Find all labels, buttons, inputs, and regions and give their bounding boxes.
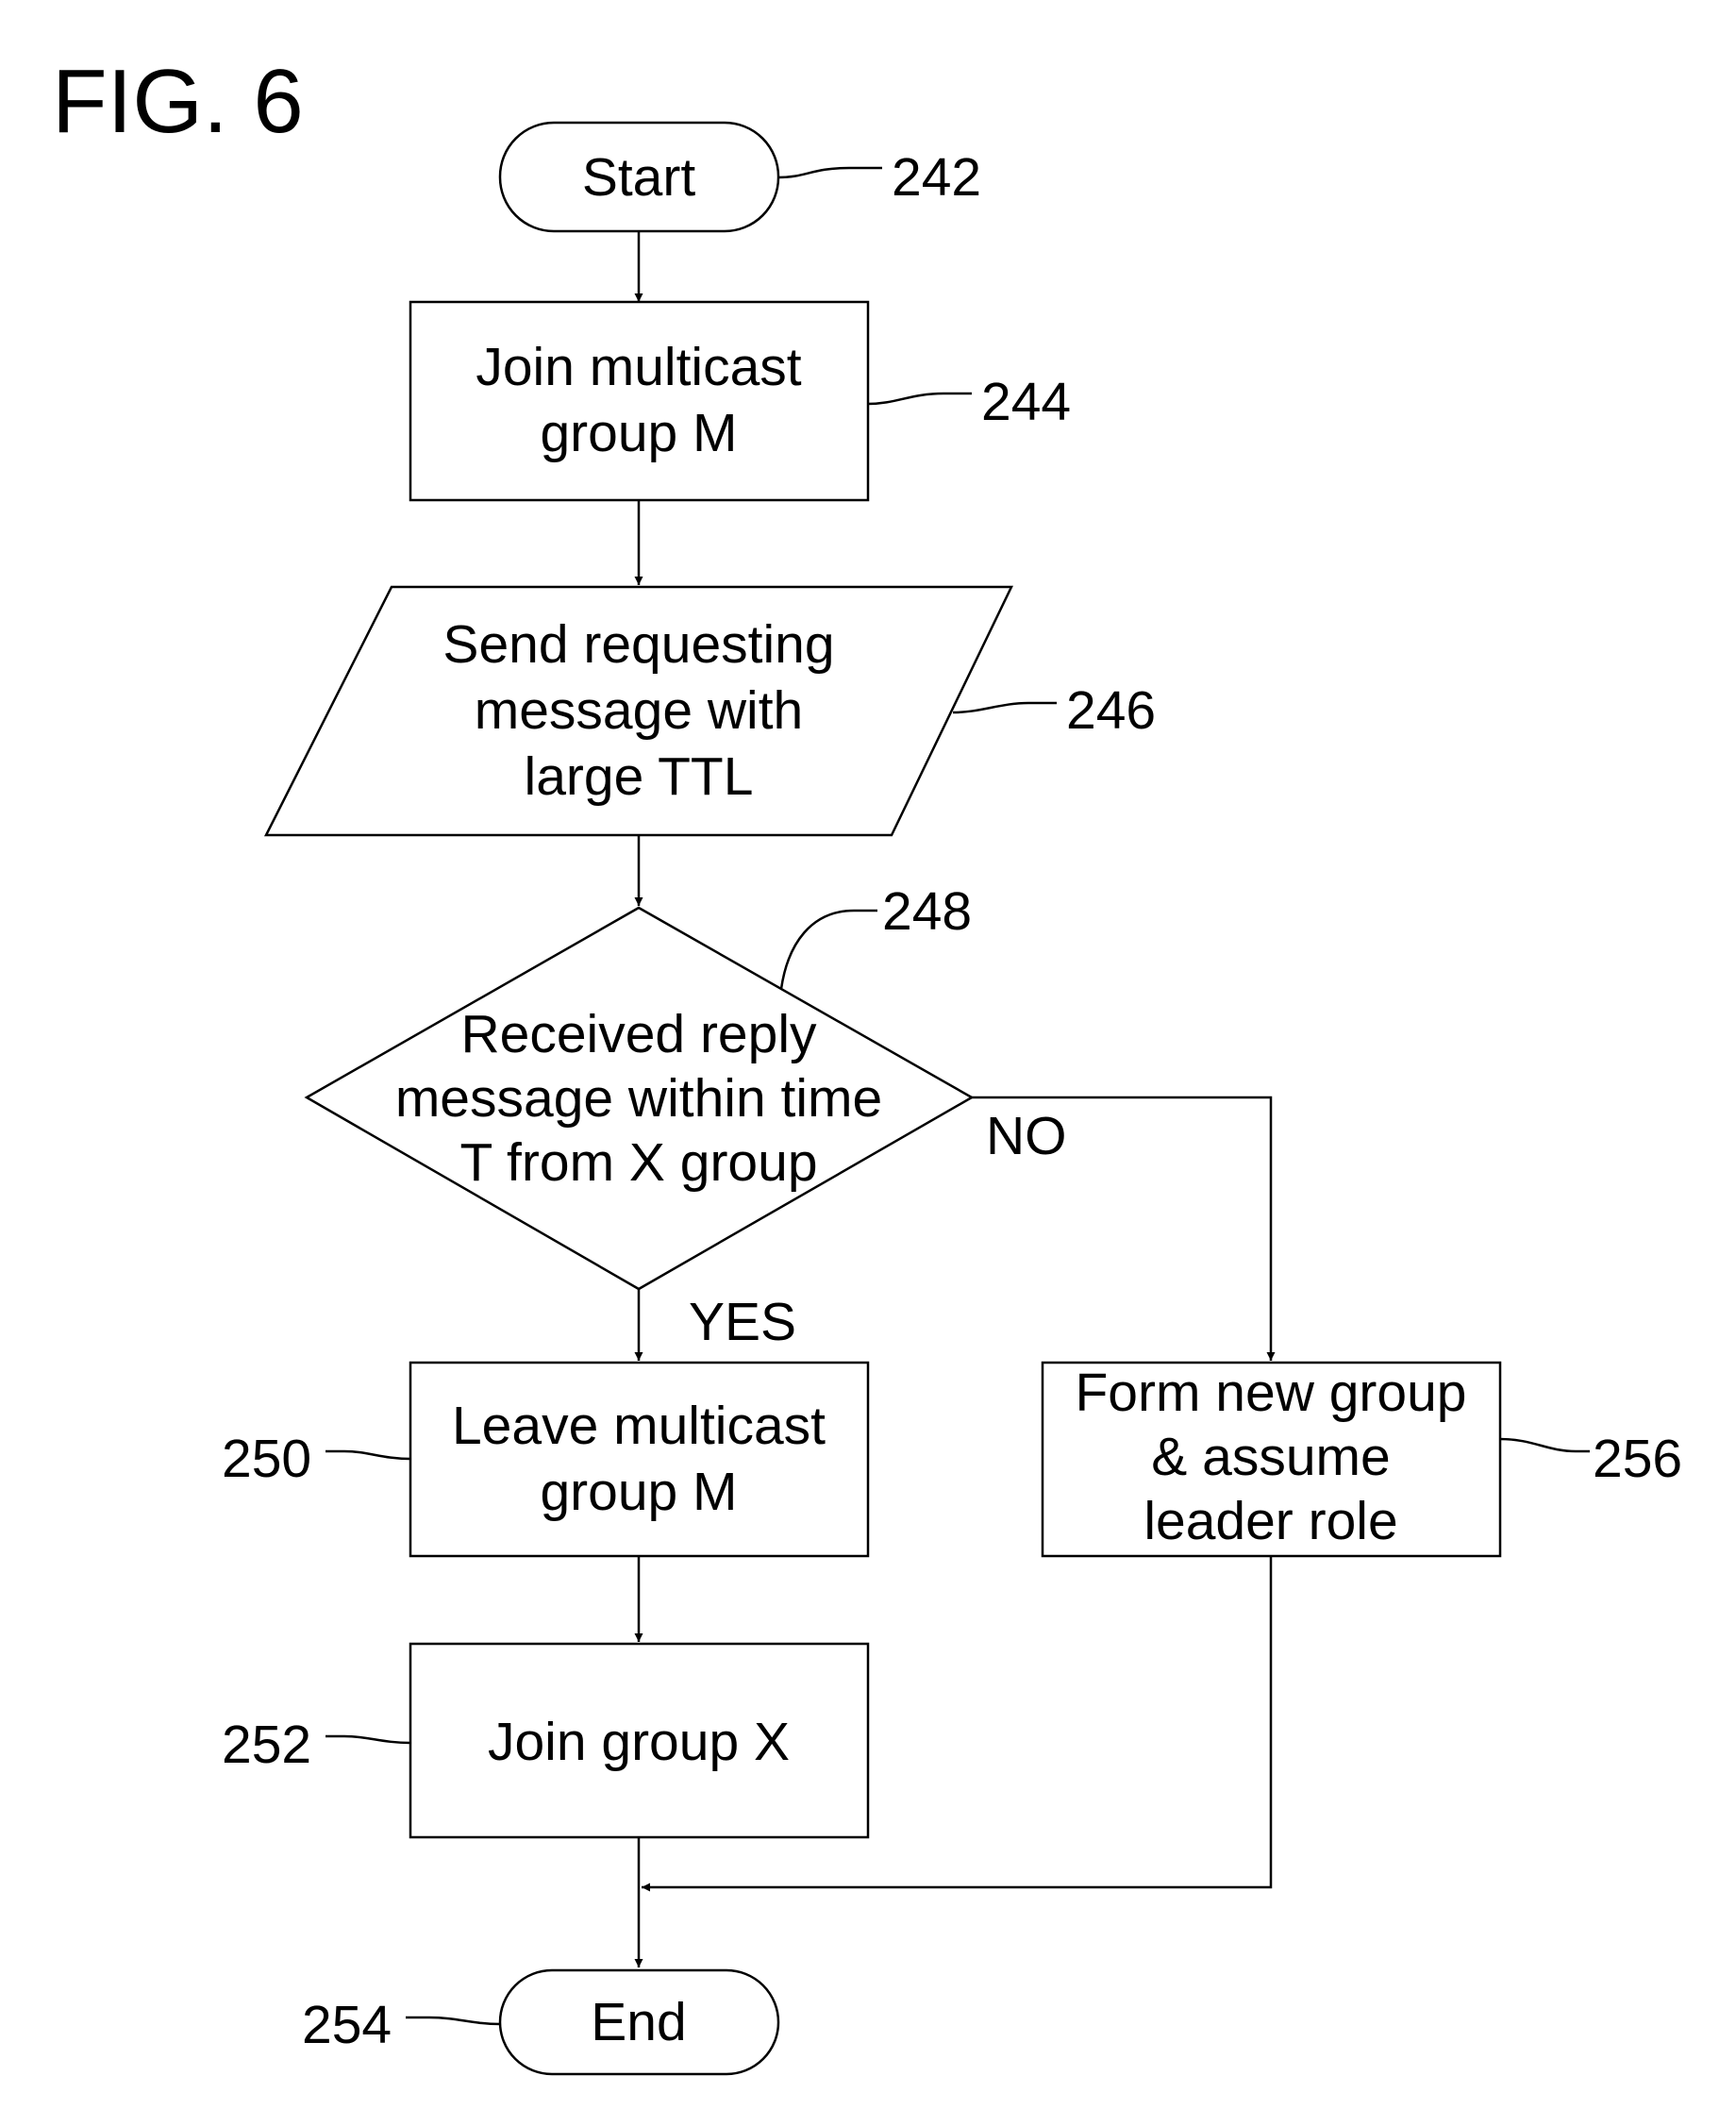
send-request-line-1: Send requesting xyxy=(442,614,834,675)
ref-242: 242 xyxy=(892,147,981,208)
ref-leader-248 xyxy=(781,911,877,989)
ref-leader-254 xyxy=(406,2017,500,2024)
start-label: Start xyxy=(582,147,696,208)
ref-leader-252 xyxy=(326,1736,410,1743)
send-request-parallelogram: Send requesting message with large TTL xyxy=(266,587,1011,835)
send-request-line-2: message with xyxy=(475,680,804,741)
ref-leader-250 xyxy=(326,1451,410,1459)
leave-multicast-box: Leave multicast group M xyxy=(410,1363,868,1556)
join-group-x-box: Join group X xyxy=(410,1644,868,1837)
join-multicast-line-1: Join multicast xyxy=(476,337,801,397)
join-multicast-line-2: group M xyxy=(540,403,737,463)
leave-multicast-line-2: group M xyxy=(540,1462,737,1522)
form-new-group-line-2: & assume xyxy=(1151,1427,1390,1487)
start-terminal: Start xyxy=(500,123,778,231)
ref-252: 252 xyxy=(222,1715,311,1775)
no-label: NO xyxy=(986,1106,1067,1166)
figure-label: FIG. 6 xyxy=(52,51,304,152)
form-new-group-box: Form new group & assume leader role xyxy=(1043,1363,1500,1556)
decision-line-3: T from X group xyxy=(459,1132,817,1193)
join-group-x-label: Join group X xyxy=(488,1712,790,1772)
join-multicast-box: Join multicast group M xyxy=(410,302,868,500)
ref-leader-246 xyxy=(953,703,1057,712)
ref-256: 256 xyxy=(1593,1429,1682,1489)
form-new-group-line-1: Form new group xyxy=(1075,1363,1466,1423)
form-new-group-line-3: leader role xyxy=(1143,1491,1397,1551)
ref-leader-242 xyxy=(778,168,882,177)
decision-line-1: Received reply xyxy=(460,1004,817,1064)
leave-multicast-line-1: Leave multicast xyxy=(452,1396,826,1456)
decision-diamond: Received reply message within time T fro… xyxy=(307,908,972,1289)
ref-leader-244 xyxy=(868,393,972,404)
send-request-line-3: large TTL xyxy=(525,746,754,807)
ref-248: 248 xyxy=(882,881,972,942)
end-terminal: End xyxy=(500,1970,778,2074)
ref-244: 244 xyxy=(981,372,1071,432)
yes-label: YES xyxy=(689,1292,796,1352)
ref-246: 246 xyxy=(1066,680,1156,741)
decision-line-2: message within time xyxy=(395,1068,882,1129)
ref-250: 250 xyxy=(222,1429,311,1489)
end-label: End xyxy=(591,1992,686,2052)
ref-254: 254 xyxy=(302,1995,392,2055)
ref-leader-256 xyxy=(1500,1439,1590,1451)
